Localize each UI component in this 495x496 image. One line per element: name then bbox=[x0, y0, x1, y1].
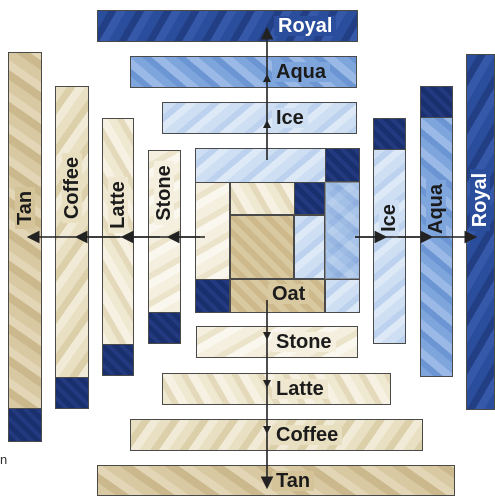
center-ice-square bbox=[294, 215, 325, 279]
aqua-top-label: Aqua bbox=[272, 62, 330, 82]
coffee-bottom-label: Coffee bbox=[272, 425, 343, 445]
arrow-ticks bbox=[263, 74, 271, 434]
stone-bottom-label: Stone bbox=[272, 332, 336, 352]
ice-right-navy-end bbox=[373, 118, 406, 150]
coffee-left-strip bbox=[55, 86, 89, 409]
ice-top-strip bbox=[162, 102, 357, 134]
arrow-tick-stone-bottom bbox=[263, 332, 271, 340]
arrow-tick-ice-top bbox=[263, 120, 271, 128]
latte-bottom-label: Latte bbox=[272, 379, 328, 399]
center-ice-bottom-strip bbox=[325, 279, 360, 313]
royal-top-label: Royal bbox=[274, 16, 337, 36]
oat-label: Oat bbox=[268, 284, 310, 304]
stone-left-navy-end bbox=[148, 312, 181, 344]
arrow-tick-latte-bottom bbox=[263, 380, 271, 388]
center-navy-corner-top bbox=[325, 148, 360, 182]
ice-top-label: Ice bbox=[272, 108, 308, 128]
arrow-tick-aqua-top bbox=[263, 74, 271, 82]
tan-left-strip bbox=[8, 52, 42, 442]
center-navy-corner-bottom bbox=[195, 279, 230, 313]
center-aqua-strip bbox=[325, 182, 360, 279]
aqua-right-navy-end bbox=[420, 86, 453, 118]
center-navy-corner-mid bbox=[294, 182, 325, 215]
tan-left-navy-end bbox=[8, 408, 42, 442]
latte-left-navy-end bbox=[102, 344, 134, 376]
center-oat-square bbox=[230, 215, 294, 279]
coffee-left-navy-end bbox=[55, 377, 89, 409]
latte-left-strip bbox=[102, 118, 134, 376]
arrow-tick-coffee-bottom bbox=[263, 426, 271, 434]
tan-bottom-label: Tan bbox=[272, 471, 315, 491]
caption-text: n bbox=[0, 452, 8, 467]
